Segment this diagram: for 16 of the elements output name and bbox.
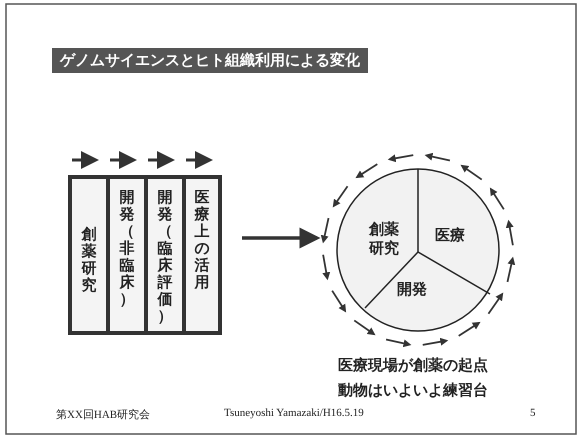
stage-label: 開発（非臨床） [119,189,135,308]
cycle-circle [336,168,500,332]
footer-text: 第XX回HAB研究会 [56,408,150,422]
stage-frame [68,175,222,335]
footer-text: Tsuneyoshi Yamazaki/H16.5.19 [224,407,364,419]
stage-label: 創薬研究 [81,226,97,294]
statement: 医療現場が創薬の起点 [338,356,488,375]
title-bar: ゲノムサイエンスとヒト組織利用による変化 [52,48,368,73]
stage-label: 開発（臨床評価） [157,189,173,325]
arrow [242,228,320,248]
sector-label: 開発 [392,280,432,302]
statement: 動物はいよいよ練習台 [338,381,488,400]
sector-label: 医療 [430,226,470,248]
stage-label: 医療上の活用 [194,189,210,291]
page-number: 5 [530,407,536,419]
sector-label: 創薬研究 [364,220,404,262]
